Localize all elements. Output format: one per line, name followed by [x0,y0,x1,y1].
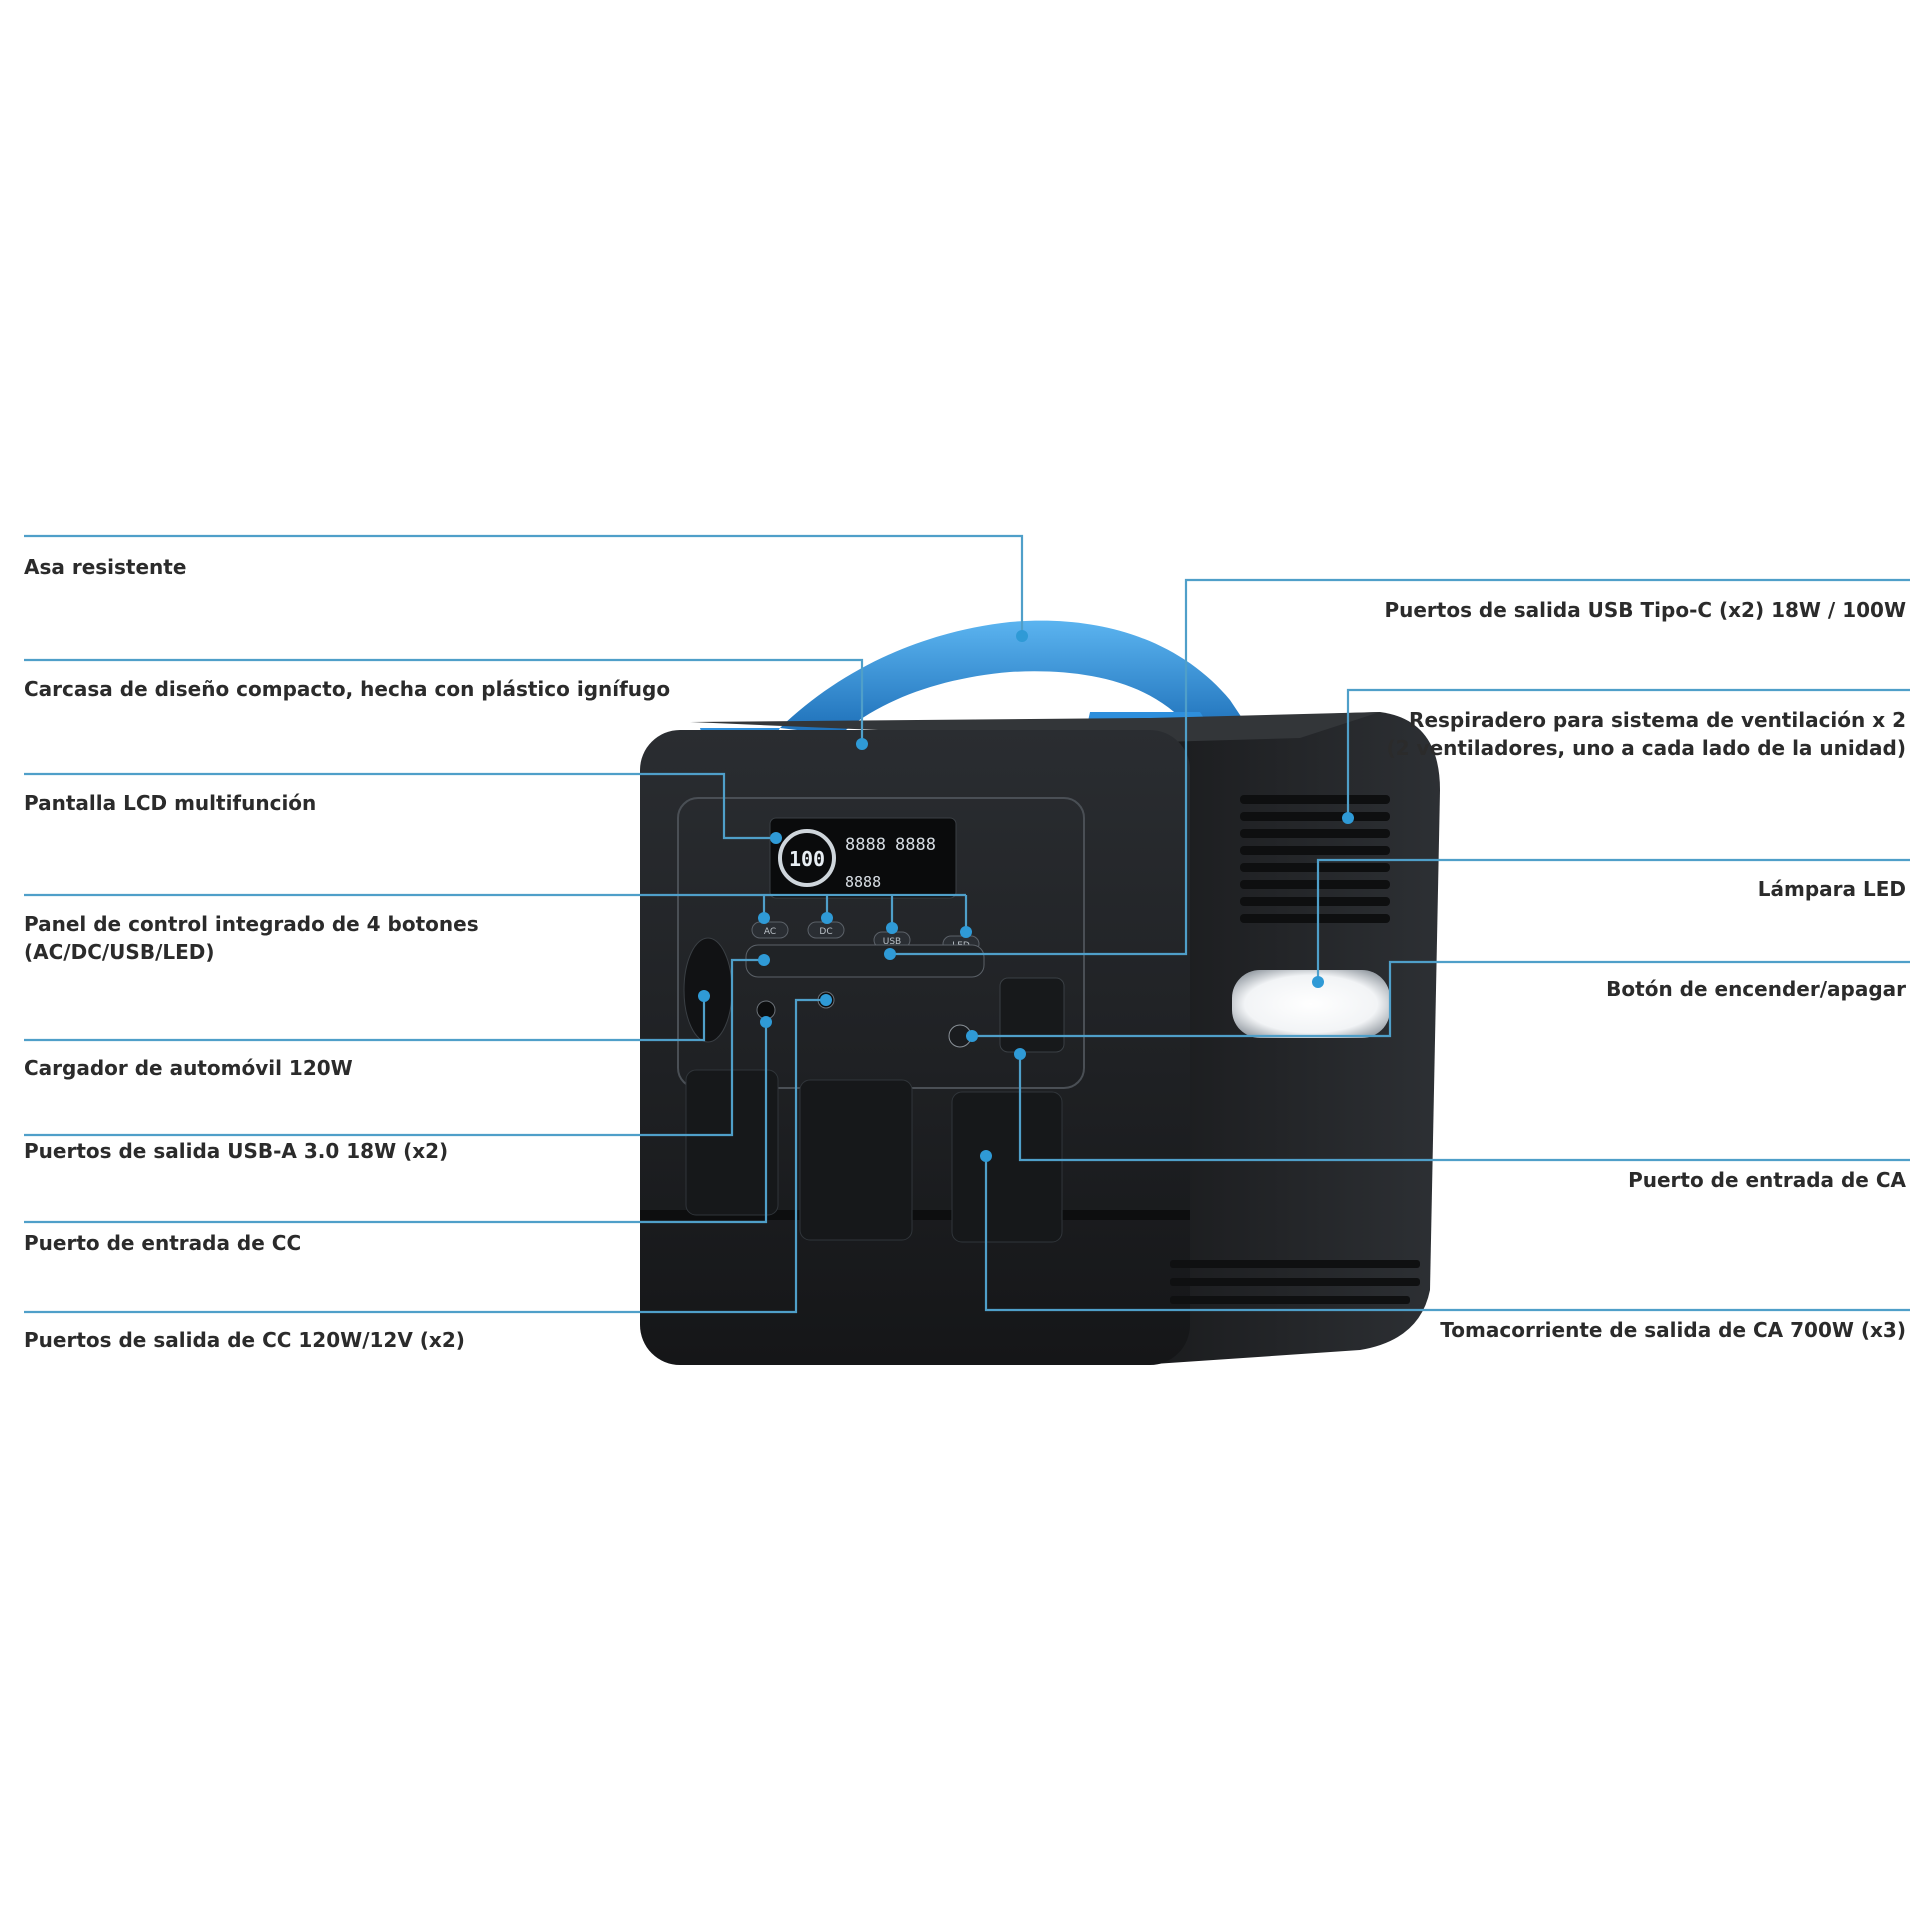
ac-outlet-cover-3 [951,1091,1063,1243]
dc-button-label: DC [819,927,832,937]
led-lamp-shape [1232,970,1390,1038]
leader-lines [24,534,1910,1314]
label-ac-input: Puerto de entrada de CA [1628,1168,1906,1192]
label-ac-outlet: Tomacorriente de salida de CA 700W (x3) [1440,1318,1906,1342]
label-control-panel: Panel de control integrado de 4 botones [24,912,479,936]
car-charger-socket [683,937,733,1043]
vent-grille [1240,795,1390,923]
leader-power-button [972,960,1910,1038]
leader-led-lamp [1316,858,1910,982]
lcd-screen: 100 8888 8888 8888 [769,817,957,899]
label-usb-c: Puertos de salida USB Tipo-C (x2) 18W / … [1384,598,1906,622]
leader-ac-input [1018,1054,1910,1162]
leader-vent [1346,688,1910,818]
leader-dc-input [24,1022,768,1224]
leader-car-charger [24,996,706,1042]
label-dc-output: Puertos de salida de CC 120W/12V (x2) [24,1328,465,1352]
lcd-reading-3: 8888 [845,873,881,891]
label-usb-a: Puertos de salida USB-A 3.0 18W (x2) [24,1139,449,1163]
usb-port-strip [745,944,985,978]
device-top [690,712,1380,742]
handle-shape [780,620,1250,735]
power-station-illustration: 100 8888 8888 8888 AC DC USB LED [640,620,1440,1365]
label-vent-sub: (2 ventiladores, uno a cada lado de la u… [1386,736,1906,760]
ac-outlet-cover-2 [799,1079,913,1241]
leader-dc-output [24,998,826,1314]
label-lcd: Pantalla LCD multifunción [24,791,317,815]
label-vent: Respiradero para sistema de ventilación … [1409,708,1906,732]
leader-handle [24,534,1024,636]
lcd-percent: 100 [789,847,825,871]
lcd-reading-1: 8888 [845,835,886,855]
label-power-button: Botón de encender/apagar [1606,977,1906,1001]
label-housing: Carcasa de diseño compacto, hecha con pl… [24,677,671,701]
leader-housing [24,658,864,744]
usb-button-label: USB [883,937,901,947]
label-dc-input: Puerto de entrada de CC [24,1231,302,1255]
label-led-lamp: Lámpara LED [1757,877,1906,901]
ac-input-cover [999,977,1065,1053]
ac-button [751,921,789,939]
label-car-charger: Cargador de automóvil 120W [24,1056,353,1080]
label-control-panel-sub: (AC/DC/USB/LED) [24,940,215,964]
ac-button-label: AC [764,927,776,937]
device-side [1140,712,1440,1365]
callout-dots [698,630,1354,1162]
leader-lcd [24,772,776,840]
lcd-reading-2: 8888 [895,835,936,855]
label-handle: Asa resistente [24,555,187,579]
leader-usb-c [890,578,1910,956]
leader-usb-a [24,958,764,1137]
leader-ac-outlet [984,1156,1910,1312]
